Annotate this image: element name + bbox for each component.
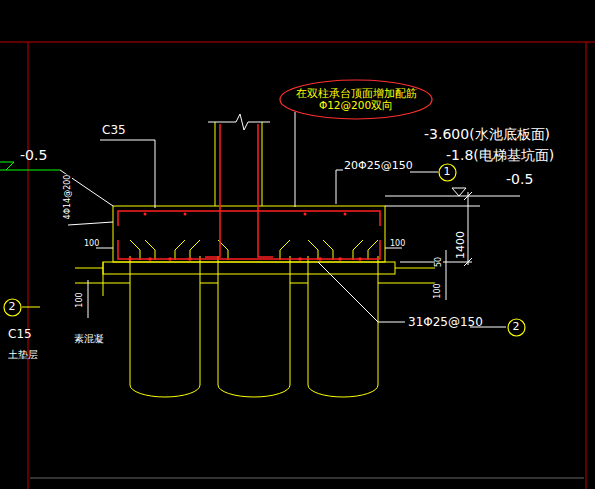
callout-circle: 2 [3,298,22,317]
note-text: 在双柱承台顶面增加配筋 [296,87,417,99]
outline [4,299,21,316]
annotation-text: 100 [390,240,405,248]
annotation-text: -1.8(电梯基坑面) [446,148,554,162]
dimension-text: 1400 [455,231,466,259]
annotation-text: 素混凝 [74,334,104,344]
callout-number: 2 [9,301,16,314]
dimension-text: 100 [434,283,442,298]
annotation-text: C15 [8,328,32,340]
annotation-text: 31Φ25@150 [408,316,483,328]
callout-circle: 1 [438,163,457,182]
annotation-text: -0.5 [20,148,47,162]
dimension-text: 100 [76,292,84,307]
callout-number: 1 [444,166,451,179]
annotation-text: 100 [84,240,99,248]
outline [280,80,432,119]
annotation-text: 20Φ25@150 [344,160,413,171]
note-text: Φ12@200双向 [319,99,393,111]
annotation-text: C35 [102,124,126,136]
callout-circle: 2 [507,318,526,337]
outline [508,319,525,336]
note-ellipse: 在双柱承台顶面增加配筋Φ12@200双向 [279,79,433,120]
callout-number: 2 [513,321,520,334]
outline [439,164,456,181]
annotation-text: -3.600(水池底板面) [424,127,550,141]
annotation-text: 土垫层 [8,350,38,360]
dimension-text: 4Φ14@200 [64,175,72,220]
dimension-text: 50 [435,257,443,267]
annotation-text: -0.5 [506,172,533,186]
